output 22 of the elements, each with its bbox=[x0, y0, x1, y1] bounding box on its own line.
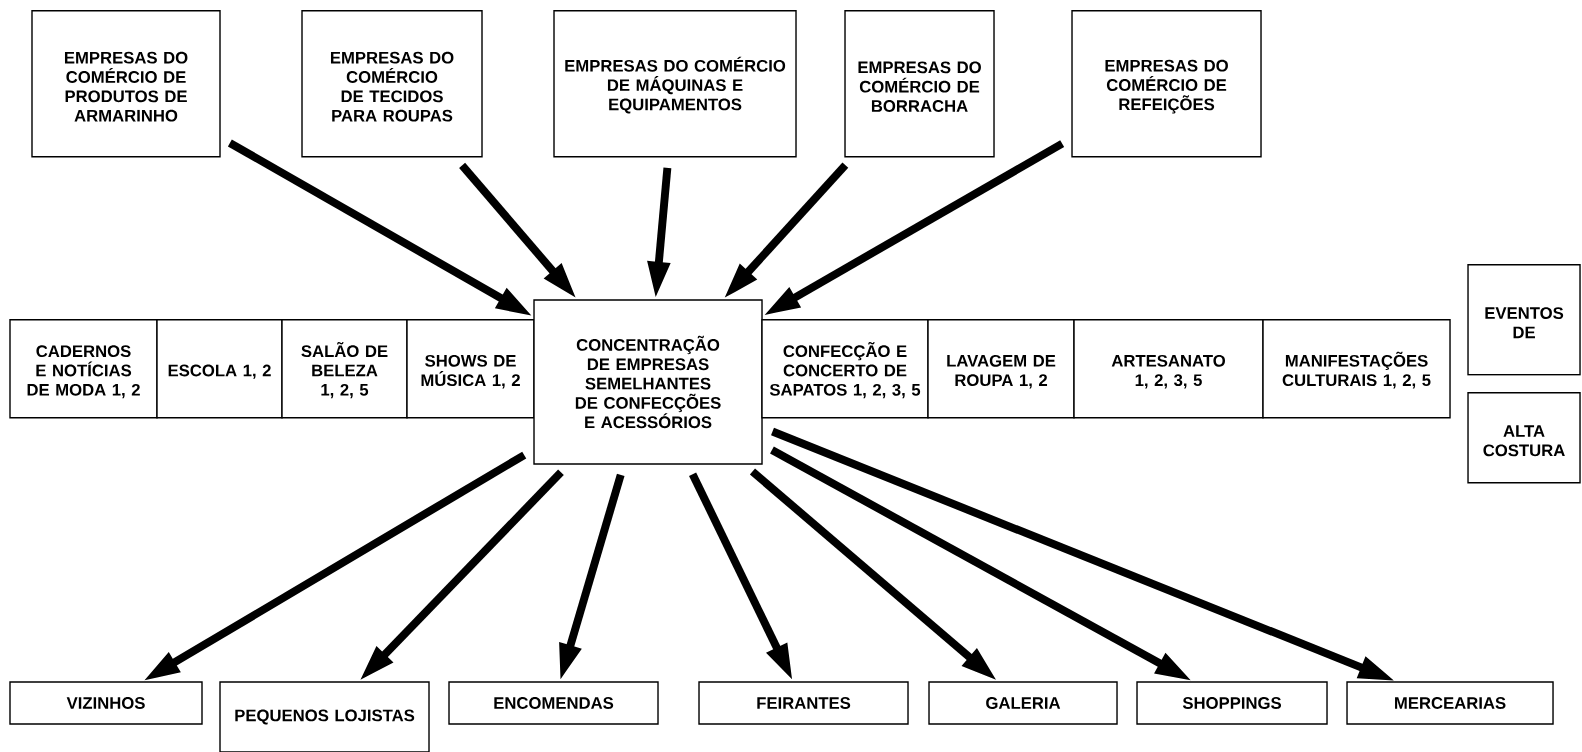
concept-box: ESCOLA 1, 2 bbox=[156, 319, 283, 419]
concept-box: ARTESANATO 1, 2, 3, 5 bbox=[1073, 319, 1264, 419]
concept-box: SHOWS DE MÚSICA 1, 2 bbox=[406, 319, 535, 419]
concept-box: ALTA COSTURA bbox=[1467, 392, 1581, 484]
concept-box: EVENTOS DE bbox=[1467, 264, 1581, 376]
concept-box: VIZINHOS bbox=[9, 681, 203, 725]
concept-box: LAVAGEM DE ROUPA 1, 2 bbox=[927, 319, 1075, 419]
concept-box: EMPRESAS DO COMÉRCIO DE TECIDOS PARA ROUPAS bbox=[301, 10, 483, 158]
concept-box: CADERNOS E NOTÍCIAS DE MODA 1, 2 bbox=[9, 319, 158, 419]
concept-box: SHOPPINGS bbox=[1136, 681, 1328, 725]
concept-box: MERCEARIAS bbox=[1346, 681, 1554, 725]
concept-box: MANIFESTAÇÕES CULTURAIS 1, 2, 5 bbox=[1262, 319, 1451, 419]
concept-box: EMPRESAS DO COMÉRCIO DE PRODUTOS DE ARMARINHO bbox=[31, 10, 221, 158]
concept-box: PEQUENOS LOJISTAS bbox=[219, 681, 430, 752]
concept-box: CONFECÇÃO E CONCERTO DE SAPATOS 1, 2, 3, 5 bbox=[761, 319, 929, 419]
concept-box: EMPRESAS DO COMÉRCIO DE REFEIÇÕES bbox=[1071, 10, 1262, 158]
concept-box: EMPRESAS DO COMÉRCIO DE BORRACHA bbox=[844, 10, 995, 158]
concept-box: GALERIA bbox=[928, 681, 1118, 725]
concept-box: FEIRANTES bbox=[698, 681, 909, 725]
concept-box: ENCOMENDAS bbox=[448, 681, 659, 725]
concept-box: EMPRESAS DO COMÉRCIO DE MÁQUINAS E EQUIPAMENTOS bbox=[553, 10, 797, 158]
concept-box: SALÃO DE BELEZA 1, 2, 5 bbox=[281, 319, 408, 419]
